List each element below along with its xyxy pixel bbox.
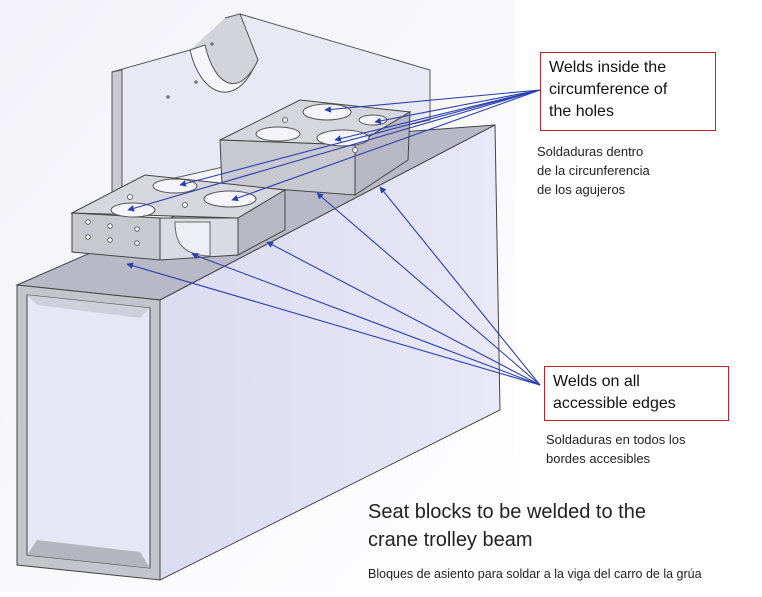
note-edges-es: Soldaduras en todos los bordes accesible…: [546, 430, 685, 468]
note-holes-es-line-3: de los agujeros: [537, 182, 626, 197]
note-holes-es: Soldaduras dentro de la circunferencia d…: [537, 142, 650, 199]
edge-weld-arrows: [126, 186, 541, 386]
callout-holes: Welds inside the circumference of the ho…: [540, 52, 716, 131]
note-holes-es-line-1: Soldaduras dentro: [537, 144, 644, 159]
callout-edges: Welds on all accessible edges: [544, 366, 729, 421]
back-plate: [111, 13, 431, 193]
caption-subtitle: Bloques de asiento para soldar a la viga…: [368, 567, 702, 581]
caption-title-line-1: Seat blocks to be welded to the: [368, 501, 646, 523]
caption-title: Seat blocks to be welded to the crane tr…: [368, 498, 646, 554]
callout-holes-line-3: the holes: [549, 103, 614, 120]
callout-holes-line-1: Welds inside the: [549, 59, 667, 76]
note-holes-es-line-2: de la circunferencia: [537, 163, 650, 178]
callout-holes-line-2: circumference of: [549, 81, 668, 98]
front-seat-block: [70, 174, 287, 261]
callout-edges-line-1: Welds on all: [553, 373, 640, 390]
caption-title-line-2: crane trolley beam: [368, 529, 533, 551]
hole-weld-arrows: [127, 89, 541, 212]
note-edges-es-line-1: Soldaduras en todos los: [546, 432, 686, 447]
callout-edges-line-2: accessible edges: [553, 395, 676, 412]
note-edges-es-line-2: bordes accesibles: [546, 451, 651, 466]
